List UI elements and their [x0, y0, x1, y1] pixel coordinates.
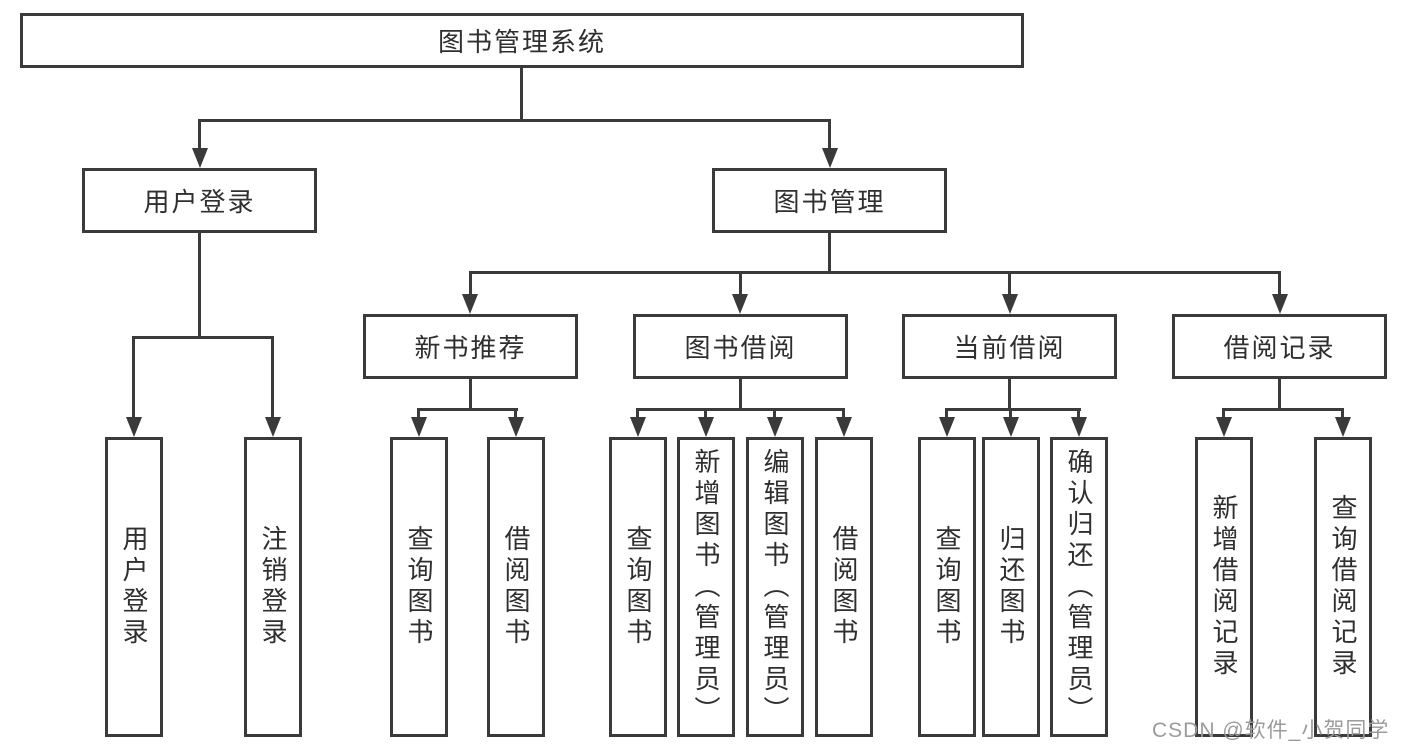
leaf-borrow-books: 借阅图书	[487, 437, 545, 737]
connector-stem	[469, 379, 472, 411]
leaf-return-books: 归还图书	[982, 437, 1040, 737]
connector-rail	[132, 336, 274, 339]
connector-drop	[1008, 271, 1011, 300]
arrow-down-icon	[126, 417, 142, 437]
connector-drop	[469, 271, 472, 300]
leaf-query-borrow-record: 查询借阅记录	[1314, 437, 1372, 737]
node-book-borrowing: 图书借阅	[633, 314, 848, 379]
leaf-add-books-admin: 新增图书（管理员）	[677, 437, 735, 737]
connector-level1-rail	[198, 119, 831, 122]
connector-stem	[1278, 379, 1281, 411]
arrow-down-icon	[1003, 417, 1019, 437]
leaf-user-login: 用户登录	[105, 437, 163, 737]
arrow-down-icon	[732, 294, 748, 314]
arrow-down-icon	[411, 417, 427, 437]
arrow-down-icon	[630, 417, 646, 437]
arrow-down-icon	[1002, 294, 1018, 314]
arrow-down-icon	[939, 417, 955, 437]
leaf-edit-books-admin: 编辑图书（管理员）	[746, 437, 804, 737]
connector-stem	[739, 379, 742, 411]
leaf-query-books: 查询图书	[609, 437, 667, 737]
leaf-query-books: 查询图书	[390, 437, 448, 737]
node-borrowing-records: 借阅记录	[1172, 314, 1387, 379]
arrow-down-icon	[698, 417, 714, 437]
connector-drop	[198, 119, 201, 152]
arrow-down-icon	[265, 417, 281, 437]
connector-level3-rail	[469, 271, 1281, 274]
leaf-query-books: 查询图书	[918, 437, 976, 737]
connector-drop	[739, 271, 742, 300]
arrow-down-icon	[1071, 417, 1087, 437]
arrow-down-icon	[1272, 294, 1288, 314]
leaf-logout: 注销登录	[244, 437, 302, 737]
connector-drop	[1222, 408, 1225, 423]
connector-drop	[417, 408, 420, 423]
connector-drop	[773, 408, 776, 423]
leaf-add-borrow-record: 新增借阅记录	[1195, 437, 1253, 737]
connector-stem	[198, 233, 201, 338]
node-new-book-recommendation: 新书推荐	[363, 314, 578, 379]
connector-drop	[842, 408, 845, 423]
connector-root-stem	[520, 68, 523, 121]
connector-drop	[704, 408, 707, 423]
connector-drop	[271, 336, 274, 421]
connector-stem	[828, 233, 831, 274]
connector-drop	[636, 408, 639, 423]
node-book-management-branch: 图书管理	[712, 168, 947, 233]
connector-rail	[636, 408, 845, 411]
node-current-borrowing: 当前借阅	[902, 314, 1117, 379]
connector-rail	[1222, 408, 1344, 411]
arrow-down-icon	[822, 148, 838, 168]
connector-stem	[1008, 379, 1011, 411]
connector-drop	[1009, 408, 1012, 423]
node-user-login-branch: 用户登录	[82, 168, 317, 233]
connector-drop	[514, 408, 517, 423]
arrow-down-icon	[508, 417, 524, 437]
connector-drop	[132, 336, 135, 421]
leaf-borrow-books: 借阅图书	[815, 437, 873, 737]
connector-drop	[945, 408, 948, 423]
connector-rail	[417, 408, 518, 411]
arrow-down-icon	[836, 417, 852, 437]
connector-drop	[1077, 408, 1080, 423]
connector-drop	[828, 119, 831, 152]
arrow-down-icon	[192, 148, 208, 168]
arrow-down-icon	[462, 294, 478, 314]
connector-drop	[1341, 408, 1344, 423]
connector-drop	[1278, 271, 1281, 300]
arrow-down-icon	[1216, 417, 1232, 437]
connector-rail	[945, 408, 1081, 411]
arrow-down-icon	[767, 417, 783, 437]
leaf-confirm-return-admin: 确认归还（管理员）	[1050, 437, 1108, 737]
arrow-down-icon	[1335, 417, 1351, 437]
csdn-watermark: CSDN @软件_小贺同学	[1152, 719, 1390, 742]
node-library-management-system: 图书管理系统	[20, 13, 1024, 68]
